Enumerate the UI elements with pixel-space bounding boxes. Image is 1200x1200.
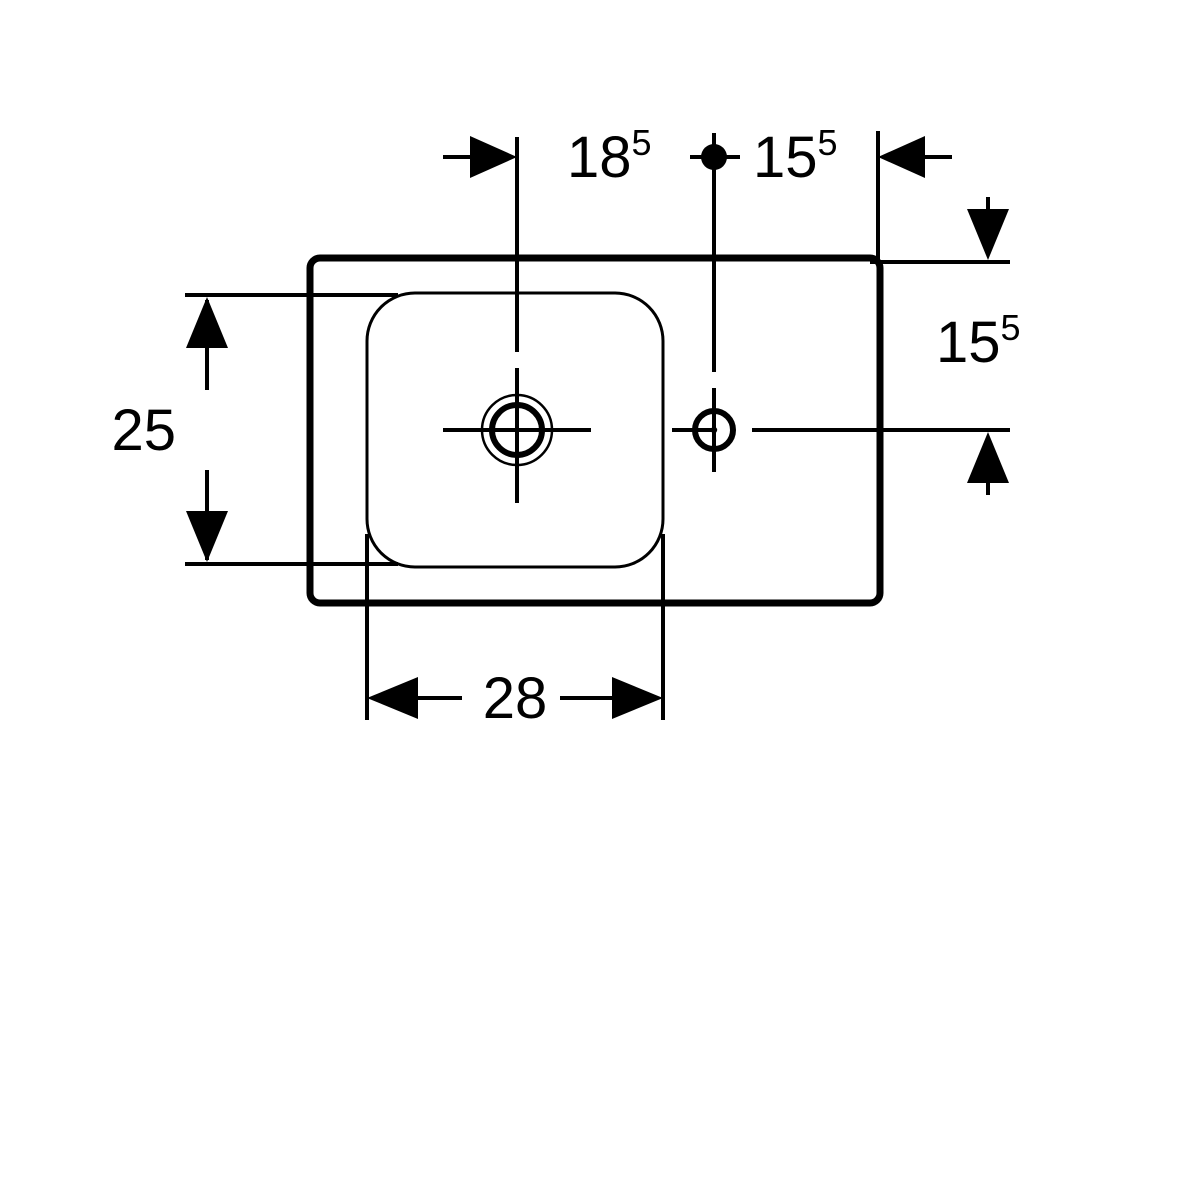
- tap-hole-center-dot: [710, 426, 718, 434]
- drain-hole-group: [443, 368, 591, 503]
- dim-15-5-top-arrowhead-left: [878, 136, 925, 178]
- dim-18-5-label: 185: [567, 122, 652, 190]
- dim-25-arrowhead-down: [186, 511, 228, 562]
- tap-hole-group: [672, 388, 736, 472]
- dim-15-5-top-label: 155: [753, 122, 838, 190]
- drain-outer-ring: [480, 393, 554, 467]
- dim-18-5-arrowhead-right: [470, 136, 517, 178]
- dimension-25-group: 25: [111, 293, 398, 566]
- dim-28-label: 28: [483, 666, 548, 731]
- tap-hole-circle: [692, 408, 736, 452]
- drain-inner-ring: [489, 402, 545, 458]
- dim-25-label: 25: [111, 398, 176, 463]
- dimension-15-5-top-group: 155: [690, 122, 952, 190]
- dim-15-5-right-arrowhead-up: [967, 432, 1009, 483]
- dim-28-arrowhead-left: [367, 677, 418, 719]
- dimension-15-5-right-group: 155: [870, 197, 1021, 495]
- dim-28-arrowhead-right: [612, 677, 663, 719]
- dim-15-5-right-label: 155: [936, 307, 1021, 375]
- dimension-28-group: 28: [365, 534, 665, 731]
- dim-25-arrowhead-up: [186, 297, 228, 348]
- dimension-18-5-group: 185: [443, 122, 652, 190]
- dim-15-5-right-arrowhead-down: [967, 209, 1009, 260]
- tap-hole-marker-dot: [701, 144, 727, 170]
